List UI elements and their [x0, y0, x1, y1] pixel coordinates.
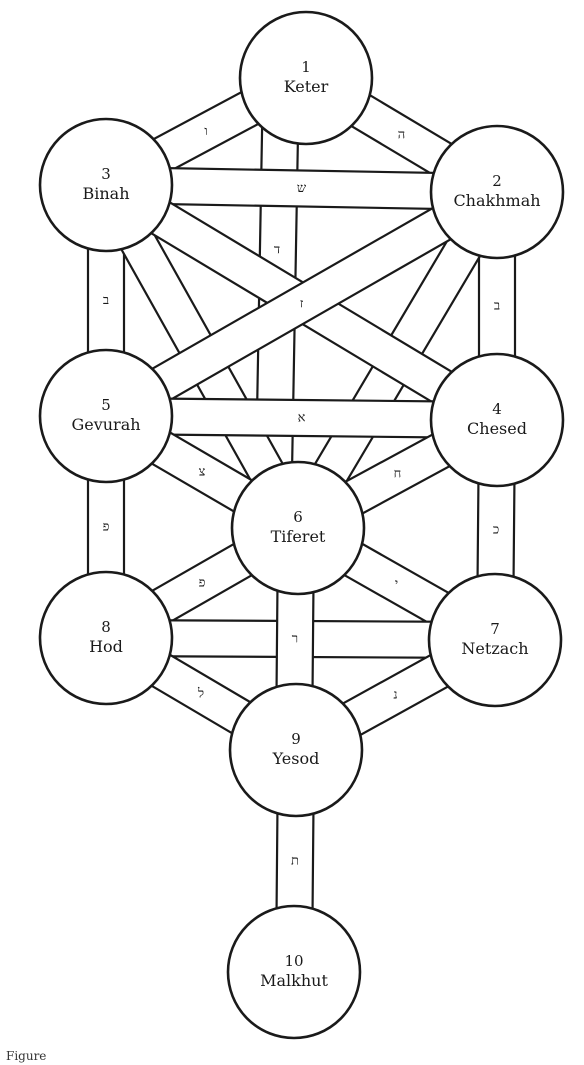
sefirah-number: 10 — [284, 952, 303, 970]
path-letter-5-6: צ — [199, 465, 206, 480]
sefirah-name: Netzach — [461, 639, 528, 658]
path-letter-4-7: כ — [493, 523, 499, 538]
path-letter-3-2: ש — [297, 181, 307, 196]
sefirah-name: Malkhut — [260, 971, 328, 990]
sefirah-name: Chakhmah — [453, 191, 540, 210]
sefirah-circle — [427, 572, 563, 708]
sefirah-number: 5 — [101, 396, 111, 414]
path-letter-8-9: ל — [197, 687, 204, 702]
sefirah-circle — [38, 117, 174, 253]
path-letter-1-3: ו — [204, 124, 207, 139]
sefirah-name: Chesed — [467, 419, 527, 438]
path-letter-3-5: ב — [103, 293, 109, 308]
path-letter-7-9: נ — [393, 688, 397, 703]
sefirah-number: 2 — [492, 172, 502, 190]
sefirah-name: Keter — [284, 77, 329, 96]
path-letter-1-6: ד — [274, 243, 280, 258]
path-letter-1-2: ה — [398, 128, 405, 143]
sefirah-circle — [226, 904, 362, 1040]
path-letter-8-6: פ — [199, 576, 206, 591]
path-letter-4-6: ח — [394, 467, 402, 482]
sefirah-number: 4 — [492, 400, 502, 418]
sefirah-name: Hod — [89, 637, 123, 656]
sefirah-number: 1 — [301, 58, 311, 76]
sefirah-number: 3 — [101, 165, 111, 183]
sefirah-number: 9 — [291, 730, 301, 748]
figure-caption: Figure — [6, 1049, 46, 1063]
sefirah-circle — [38, 570, 174, 706]
sefirah-number: 7 — [490, 620, 500, 638]
sefirah-name: Gevurah — [71, 415, 140, 434]
sefirah-circle — [238, 10, 374, 146]
sefirah-name: Yesod — [272, 749, 320, 768]
path-letter-7-6: י — [395, 577, 398, 592]
sefirah-number: 6 — [293, 508, 303, 526]
sefirah-number: 8 — [101, 618, 111, 636]
sefirah-circle — [429, 352, 565, 488]
path-letter-6-9: ר — [292, 632, 298, 647]
path-letter-9-10: ת — [291, 854, 299, 869]
sefirah-circle — [228, 682, 364, 818]
path-letter-5-8: פ — [103, 520, 110, 535]
path-letter-5-4: א — [298, 411, 306, 426]
sefirah-name: Binah — [82, 184, 129, 203]
sefirah-name: Tiferet — [271, 527, 326, 546]
path-letter-2-4: ב — [494, 299, 500, 314]
path-letter-2-5: ז — [300, 297, 304, 312]
sefirah-circle — [429, 124, 565, 260]
sefirah-circle — [38, 348, 174, 484]
sefirah-circle — [230, 460, 366, 596]
